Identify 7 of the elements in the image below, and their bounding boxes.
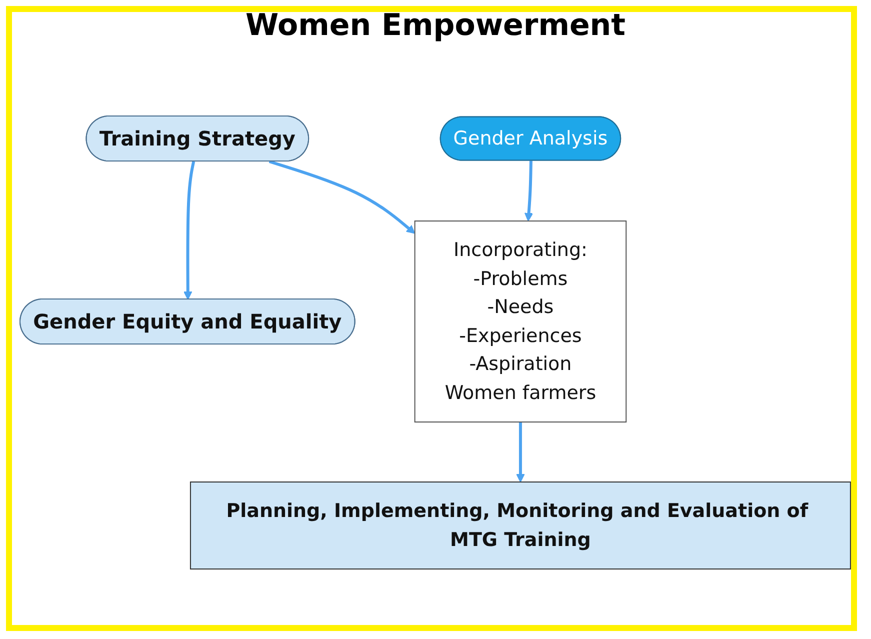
arrow (524, 160, 534, 222)
title: Women Empowerment (244, 8, 627, 43)
arrow (269, 160, 416, 234)
node-box: Planning, Implementing, Monitoring and Evaluation of MTG Training (190, 482, 852, 570)
node-box: Incorporating: -Problems -Needs -Experiences -Aspiration Women farmers (414, 220, 627, 422)
arrow (516, 422, 526, 482)
arrow (184, 161, 196, 300)
